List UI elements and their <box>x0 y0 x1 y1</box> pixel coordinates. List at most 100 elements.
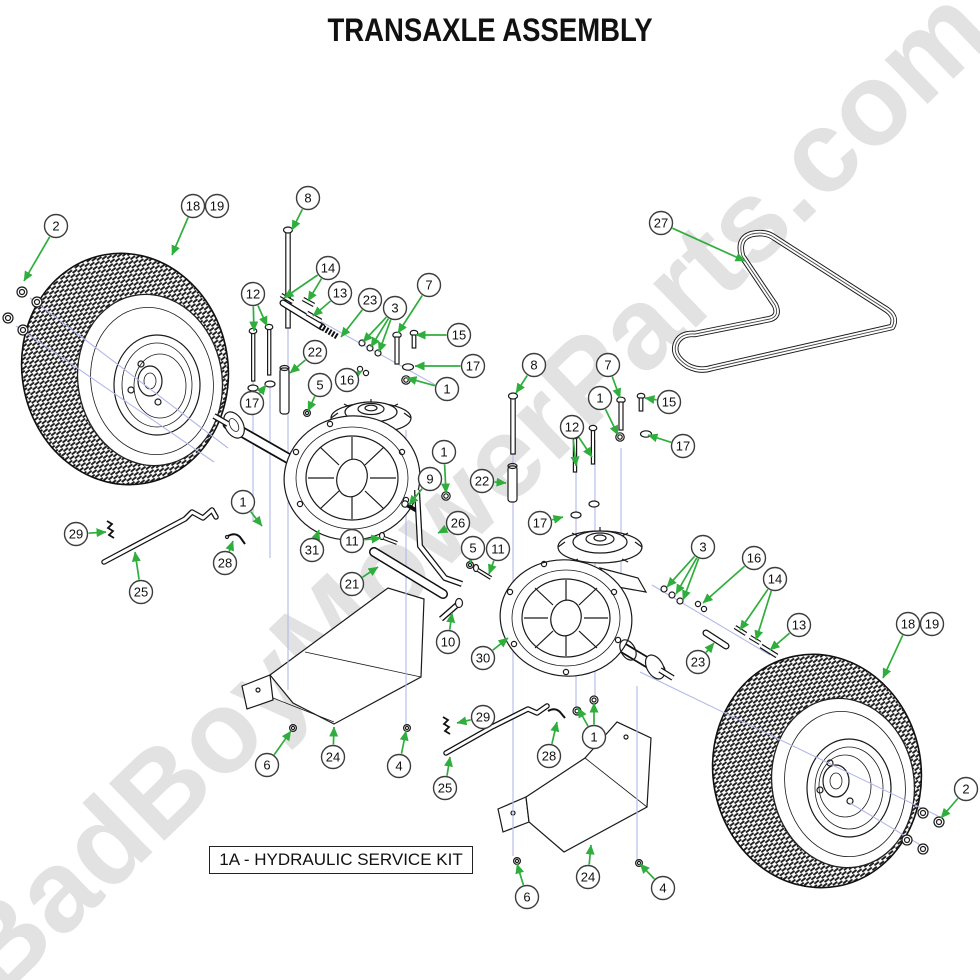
svg-text:18: 18 <box>901 617 915 632</box>
leader-line-3 <box>666 555 696 588</box>
leader-line-29 <box>456 716 471 726</box>
left-transaxle-drawing <box>212 399 421 541</box>
svg-text:26: 26 <box>451 516 465 531</box>
callout-4: 4 <box>386 753 412 779</box>
leader-line-16 <box>351 370 363 380</box>
right-transaxle-drawing <box>499 527 675 681</box>
leader-line-14 <box>307 278 323 302</box>
callout-16: 16 <box>741 545 767 571</box>
svg-text:16: 16 <box>340 373 354 388</box>
svg-text:29: 29 <box>476 710 490 725</box>
svg-text:16: 16 <box>747 551 761 566</box>
svg-text:22: 22 <box>308 345 322 360</box>
callout-8: 8 <box>295 185 321 211</box>
callout-6: 6 <box>514 884 540 910</box>
leader-line-12 <box>257 305 268 327</box>
svg-text:5: 5 <box>316 378 323 393</box>
callout-21: 21 <box>339 571 365 597</box>
drive-belt-drawing <box>672 229 897 373</box>
svg-text:1: 1 <box>596 391 603 406</box>
leader-line-18 <box>882 634 904 679</box>
callout-19: 19 <box>204 193 230 219</box>
callout-17: 17 <box>527 510 553 536</box>
callout-23: 23 <box>357 287 383 313</box>
callout-25: 25 <box>128 579 154 605</box>
callout-31: 31 <box>299 537 325 563</box>
left-shield-drawing <box>241 587 425 725</box>
svg-text:11: 11 <box>345 534 359 549</box>
callout-1: 1 <box>587 385 613 411</box>
svg-text:27: 27 <box>654 216 668 231</box>
callout-22: 22 <box>469 468 495 494</box>
svg-text:14: 14 <box>768 572 782 587</box>
svg-text:2: 2 <box>52 219 59 234</box>
svg-text:24: 24 <box>581 870 595 885</box>
callout-25: 25 <box>432 775 458 801</box>
leader-line-5 <box>307 395 317 412</box>
callout-11: 11 <box>485 536 511 562</box>
callout-15: 15 <box>446 322 472 348</box>
leader-line-8 <box>515 375 528 394</box>
callout-29: 29 <box>470 704 496 730</box>
callout-10: 10 <box>435 629 461 655</box>
leader-line-27 <box>672 227 746 262</box>
svg-text:24: 24 <box>326 750 340 765</box>
leader-line-28 <box>550 721 560 744</box>
leader-line-1 <box>577 707 589 727</box>
svg-text:5: 5 <box>469 541 476 556</box>
leader-line-17 <box>551 515 564 524</box>
service-kit-label: 1A - HYDRAULIC SERVICE KIT <box>209 846 473 874</box>
svg-text:3: 3 <box>391 301 398 316</box>
svg-text:25: 25 <box>438 781 452 796</box>
callout-13: 13 <box>786 612 812 638</box>
leader-line-3 <box>370 318 390 348</box>
leader-line-31 <box>311 529 321 541</box>
leader-line-4 <box>399 730 409 754</box>
leader-line-22 <box>494 477 507 487</box>
leader-line-12 <box>578 436 593 458</box>
leader-line-7 <box>611 376 622 399</box>
svg-text:8: 8 <box>304 191 311 206</box>
svg-text:18: 18 <box>186 199 200 214</box>
callout-14: 14 <box>762 566 788 592</box>
callout-6: 6 <box>254 752 280 778</box>
svg-text:1: 1 <box>239 495 246 510</box>
leader-line-16 <box>702 565 746 604</box>
svg-text:7: 7 <box>604 358 611 373</box>
leader-line-7 <box>397 295 423 334</box>
leader-line-24 <box>329 726 339 745</box>
callout-17: 17 <box>239 390 265 416</box>
svg-text:13: 13 <box>333 286 347 301</box>
svg-text:15: 15 <box>662 395 676 410</box>
leader-line-3 <box>362 316 388 343</box>
callout-9: 9 <box>417 466 443 492</box>
svg-text:17: 17 <box>676 439 690 454</box>
left-tire-drawing <box>20 252 230 486</box>
callout-16: 16 <box>334 367 360 393</box>
callout-1: 1 <box>431 439 457 465</box>
callout-12: 12 <box>240 281 266 307</box>
svg-text:21: 21 <box>345 577 359 592</box>
leader-line-6 <box>273 730 292 756</box>
callout-29: 29 <box>63 521 89 547</box>
right-tire-drawing <box>711 653 923 889</box>
svg-text:30: 30 <box>476 651 490 666</box>
leader-line-1 <box>604 408 619 436</box>
leader-line-21 <box>362 566 379 578</box>
svg-text:31: 31 <box>305 543 319 558</box>
leader-line-15 <box>644 395 657 404</box>
leader-line-9 <box>408 488 423 506</box>
svg-text:17: 17 <box>466 359 480 374</box>
leader-line-1 <box>406 376 436 387</box>
svg-text:11: 11 <box>491 542 505 557</box>
svg-text:19: 19 <box>210 199 224 214</box>
leader-line-8 <box>291 208 304 231</box>
svg-text:1: 1 <box>443 382 450 397</box>
leader-line-28 <box>225 540 235 552</box>
svg-text:3: 3 <box>699 540 706 555</box>
leader-line-23 <box>704 642 715 654</box>
svg-text:22: 22 <box>475 474 489 489</box>
